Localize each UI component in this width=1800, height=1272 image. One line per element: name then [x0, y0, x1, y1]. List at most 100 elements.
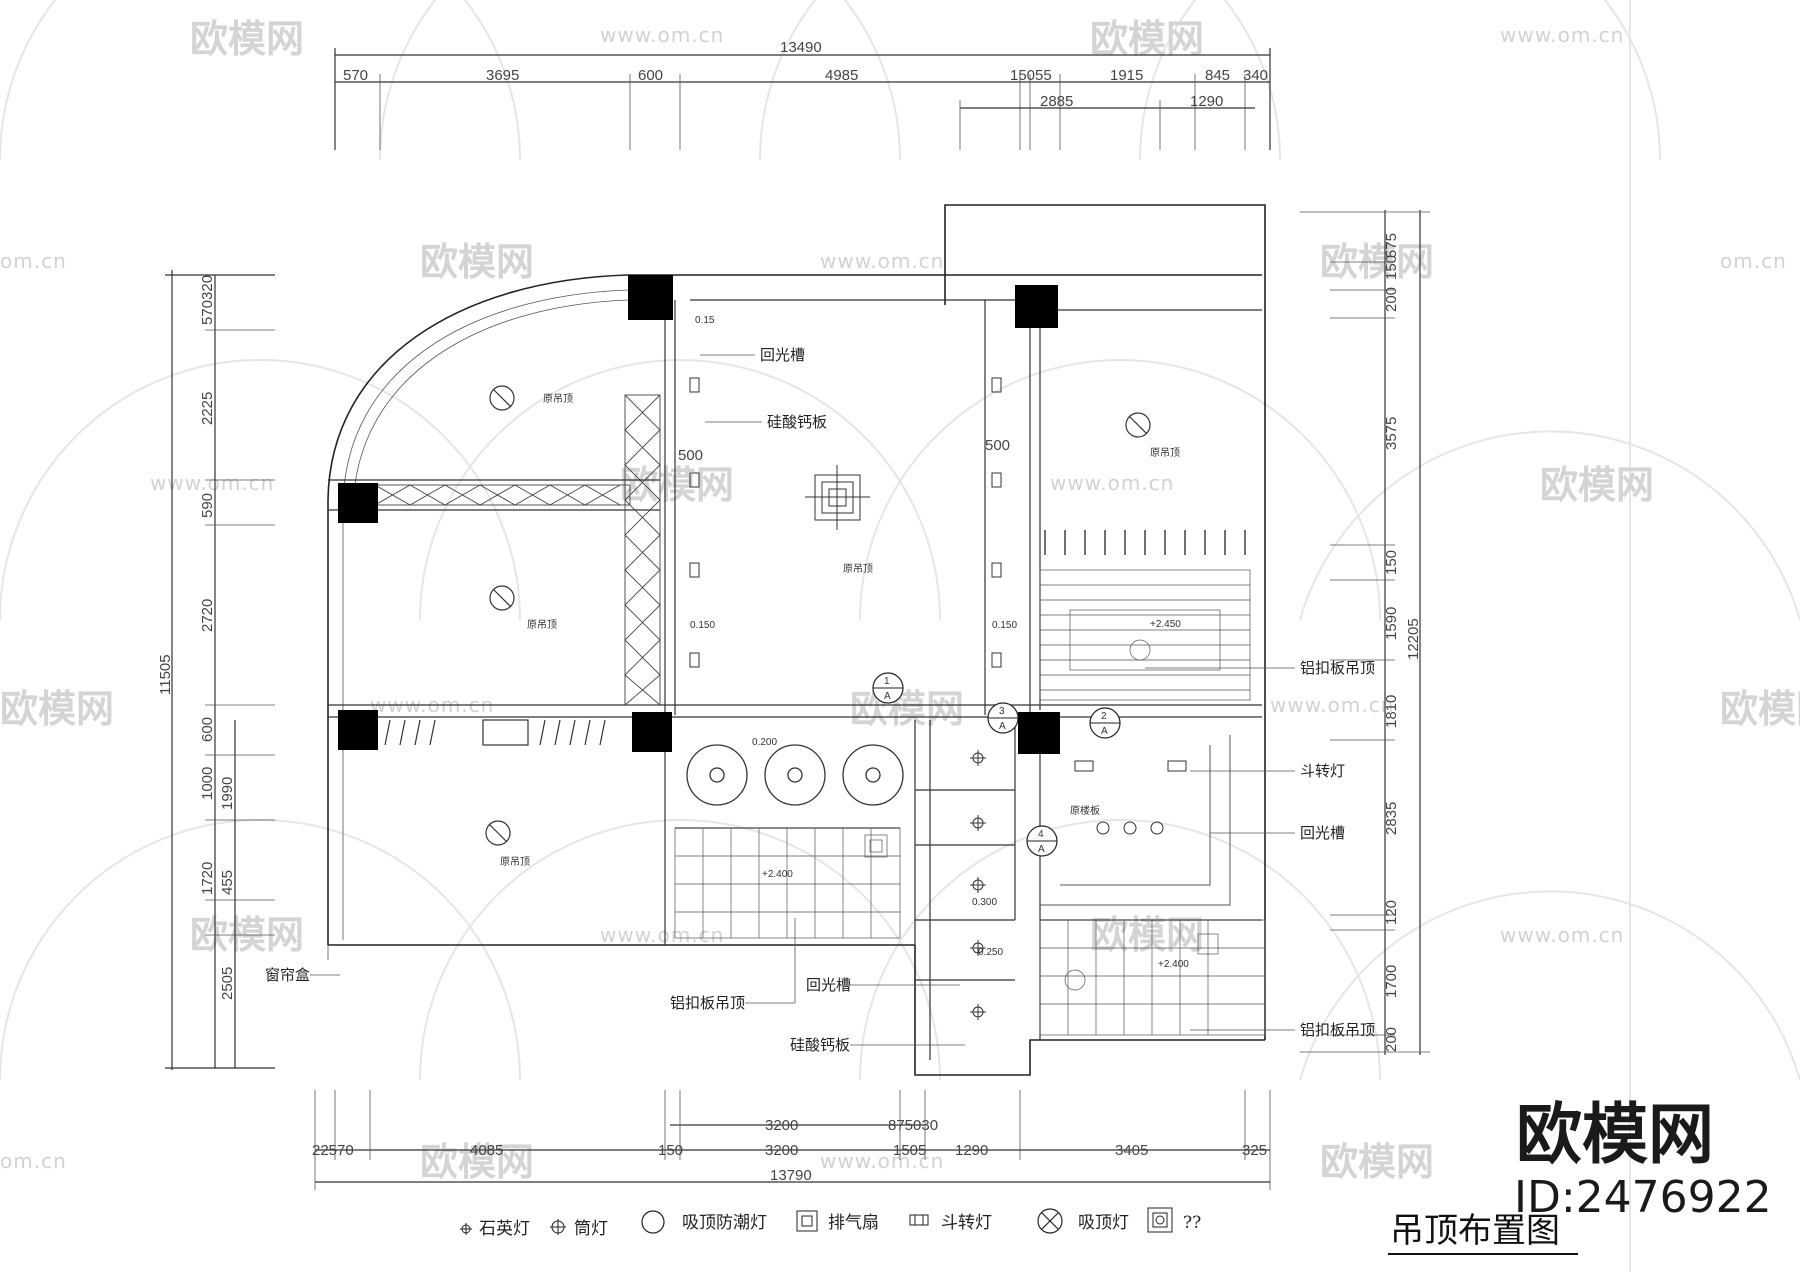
column: [338, 710, 378, 750]
dim-left: 590: [199, 493, 216, 518]
label-douzhuandeng: 斗转灯: [1300, 762, 1345, 780]
legend-label: 吸顶防潮灯: [682, 1213, 767, 1233]
column: [1018, 712, 1060, 754]
watermark-url: www.om.cn: [820, 1149, 944, 1173]
watermark-logo: 欧模网: [420, 1140, 534, 1184]
watermark-logo: 欧模网: [850, 687, 964, 731]
curtain-box: [384, 719, 606, 746]
dim-left: 2505: [219, 967, 236, 1000]
label-guisuangaiban: 硅酸钙板: [790, 1036, 850, 1054]
dim-bottom-1: 3200: [765, 1117, 798, 1134]
watermark-logo: 欧模网: [1720, 687, 1800, 731]
watermarks: 欧模网 欧模网 www.om.cn www.om.cn om.cn 欧模网 ww…: [0, 17, 1800, 1184]
dim-right: 575: [1383, 233, 1400, 258]
dim-top-total: 13490: [780, 39, 822, 56]
label-lvkoubandiaoding: 铝扣板吊顶: [1300, 659, 1375, 677]
dim-bottom-2: 4085: [470, 1142, 503, 1159]
dim-top: 340: [1243, 67, 1268, 84]
dim-right: 150: [1383, 255, 1400, 280]
dim-top: 570: [343, 67, 368, 84]
svg-text:0.15: 0.15: [695, 315, 715, 326]
dim-right: 120: [1383, 900, 1400, 925]
label-huiguangcao: 回光槽: [1300, 824, 1345, 842]
section-mark: 4 A: [1026, 825, 1058, 857]
column: [632, 712, 672, 752]
watermark-url: www.om.cn: [1050, 471, 1174, 495]
legend-label: 吸顶灯: [1078, 1213, 1129, 1233]
dim-left: 570320: [199, 275, 216, 325]
svg-text:0.150: 0.150: [690, 620, 715, 631]
section-mark: 1 A: [872, 672, 904, 704]
svg-text:+2.400: +2.400: [1158, 959, 1189, 970]
legend-label: ??: [1183, 1213, 1201, 1233]
svg-text:+2.400: +2.400: [762, 869, 793, 880]
dim-top-2: 1290: [1190, 93, 1223, 110]
annotations: 回光槽 硅酸钙板 铝扣板吊顶 斗转灯 回光槽 铝扣板吊顶 窗帘盒 铝扣板吊顶 回…: [265, 346, 1375, 1054]
svg-text:原吊顶: 原吊顶: [543, 393, 573, 405]
dim-top: 845: [1205, 67, 1230, 84]
dim-top: 15055: [1010, 67, 1052, 84]
dimensions-bottom: 3200 875030 22570 4085 150 3200 1505 129…: [312, 1090, 1271, 1190]
ceiling-lamp-icon: [1037, 1208, 1063, 1234]
dim-right: 150: [1383, 550, 1400, 575]
watermark-url: www.om.cn: [1500, 923, 1624, 947]
svg-text:原吊顶: 原吊顶: [500, 856, 530, 868]
aluminum-grid-ceiling: [674, 827, 1266, 1036]
watermark-url: www.om.cn: [150, 471, 274, 495]
dim-right: 1590: [1383, 607, 1400, 640]
dim-left: 600: [199, 717, 216, 742]
dim-bottom-2: 150: [658, 1142, 683, 1159]
section-mark: 2 A: [1089, 707, 1121, 739]
dim-bottom-total: 13790: [770, 1167, 812, 1184]
watermark-url: www.om.cn: [820, 249, 944, 273]
bath-hatch-ceiling: [1039, 530, 1251, 701]
svg-text:0.150: 0.150: [992, 620, 1017, 631]
svg-text:原楼板: 原楼板: [1070, 804, 1100, 817]
dim-bottom-1: 875030: [888, 1117, 938, 1134]
dim-left: 2225: [199, 392, 216, 425]
dim-bottom-2: 3200: [765, 1142, 798, 1159]
dim-top: 4985: [825, 67, 858, 84]
columns: [338, 275, 1060, 754]
label-huiguangcao: 回光槽: [760, 346, 805, 364]
watermark-url: www.om.cn: [1500, 23, 1624, 47]
label-chuanglianhe: 窗帘盒: [265, 966, 310, 984]
svg-text:原吊顶: 原吊顶: [843, 563, 873, 575]
dim-bottom-2: 22570: [312, 1142, 354, 1159]
label-huiguangcao: 回光槽: [806, 976, 851, 994]
dim-left: 1720: [199, 862, 216, 895]
central-ceiling-feature: [805, 465, 870, 530]
dimensions-left: 11505 570320 2225 590 2720 600 1000 1990…: [157, 270, 275, 1070]
dim-right: 3575: [1383, 417, 1400, 450]
drawing-title: 吊顶布置图: [1390, 1211, 1560, 1251]
watermark-url: www.om.cn: [1270, 693, 1394, 717]
watermark-logo: 欧模网: [0, 687, 114, 731]
dimensions-right: 12205 575 150 200 3575 150 1590 1810 283…: [1300, 210, 1430, 1055]
watermark-logo: 欧模网: [620, 463, 734, 507]
svg-text:A: A: [999, 721, 1006, 732]
unknown-fixture-icon: [1147, 1207, 1173, 1233]
svg-text:原吊顶: 原吊顶: [527, 619, 557, 631]
legend-label: 排气扇: [828, 1213, 879, 1233]
dim-top: 1915: [1110, 67, 1143, 84]
watermark-logo: 欧模网: [1540, 463, 1654, 507]
dim-top-2: 2885: [1040, 93, 1073, 110]
label-lvkoubandiaoding: 铝扣板吊顶: [670, 994, 745, 1012]
brand-logo-text: 欧模网: [1516, 1096, 1714, 1173]
dim-bottom-2: 3405: [1115, 1142, 1148, 1159]
dim-right: 200: [1383, 1027, 1400, 1052]
watermark-logo: 欧模网: [1090, 17, 1204, 61]
dim-left: 1000: [199, 767, 216, 800]
svg-text:2: 2: [1101, 711, 1107, 722]
svg-text:500: 500: [678, 447, 703, 464]
svg-text:+2.450: +2.450: [1150, 619, 1181, 630]
dim-left-total: 11505: [157, 654, 174, 695]
watermark-logo: 欧模网: [190, 17, 304, 61]
svg-text:0.250: 0.250: [978, 947, 1003, 958]
svg-text:3: 3: [999, 706, 1005, 717]
dim-top: 3695: [486, 67, 519, 84]
legend-label: 斗转灯: [941, 1213, 992, 1233]
legend-label: 石英灯: [479, 1219, 530, 1239]
watermark-url: om.cn: [0, 249, 67, 273]
